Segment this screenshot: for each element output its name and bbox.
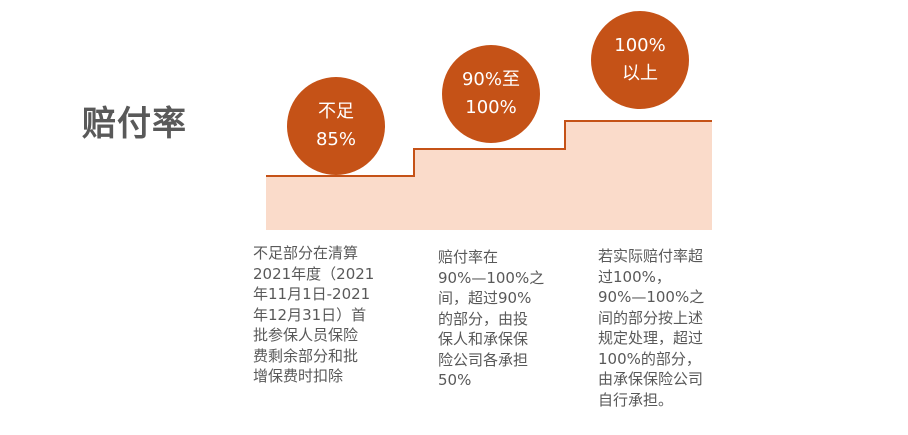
step-3-description: 若实际赔付率超 过100%， 90%—100%之 间的部分按上述 规定处理，超过… (598, 246, 704, 410)
text-line: 间的部分按上述 (598, 308, 704, 327)
page-title: 赔付率 (82, 104, 187, 144)
text-line: 自行承担。 (598, 390, 674, 409)
text-line: 90%—100%之 (598, 288, 705, 306)
text-line: 的部分，由投 (438, 309, 529, 328)
circle-line: 100% (465, 97, 517, 118)
step-3-circle: 100% 以上 (591, 11, 689, 109)
text-line: 2021年度（2021 (253, 264, 375, 283)
circle-line: 以上 (622, 63, 658, 84)
staircase-line (266, 120, 712, 177)
text-line: 保人和承保保 (438, 330, 529, 348)
text-line: 批参保人员保险 (253, 326, 359, 344)
circle-line: 不足 (318, 101, 354, 122)
text-line: 增保费时扣除 (253, 367, 344, 385)
staircase-fill (266, 121, 712, 230)
text-line: 不足部分在清算 (253, 244, 359, 262)
text-line: 100%的部分， (598, 349, 701, 368)
circle-line: 85% (315, 129, 356, 150)
step-2-circle: 90%至 100% (442, 45, 540, 143)
text-line: 费剩余部分和批 (253, 346, 359, 365)
text-line: 间，超过90% (438, 289, 532, 307)
text-line: 若实际赔付率超 (598, 247, 704, 265)
text-line: 过100%， (598, 267, 671, 286)
step-2-description: 赔付率在 90%—100%之 间，超过90% 的部分，由投 保人和承保保 险公司… (438, 247, 544, 391)
circle-line: 90%至 (461, 69, 520, 90)
text-line: 90%—100%之 (438, 268, 545, 287)
text-line: 50% (438, 371, 472, 389)
text-line: 年12月31日）首 (253, 305, 367, 324)
text-line: 规定处理，超过 (598, 329, 704, 347)
text-line: 险公司各承担 (438, 350, 529, 369)
step-1-circle: 不足 85% (287, 77, 385, 175)
text-line: 年11月1日-2021 (253, 285, 371, 303)
text-line: 由承保保险公司 (598, 370, 704, 388)
circle-line: 100% (614, 35, 666, 56)
step-1-description: 不足部分在清算 2021年度（2021 年11月1日-2021 年12月31日）… (253, 243, 374, 387)
text-line: 赔付率在 (438, 248, 499, 266)
